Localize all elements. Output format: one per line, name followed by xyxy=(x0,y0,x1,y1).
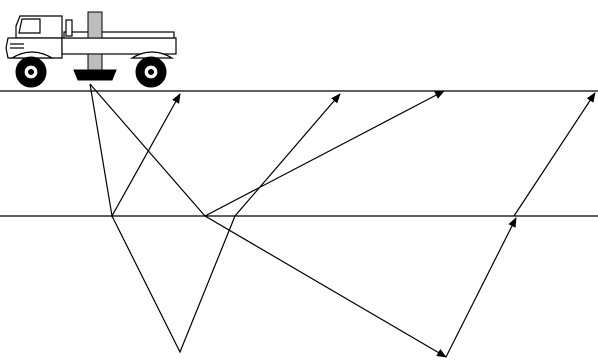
ray-path-4-upgoing-deep xyxy=(446,218,516,357)
vibroseis-truck-icon xyxy=(6,12,176,87)
ray-path-4-upgoing-shallow xyxy=(514,93,595,216)
ray-path-2 xyxy=(90,84,444,216)
ray-path-4 xyxy=(205,216,446,357)
ray-path-3 xyxy=(112,94,340,352)
ray-path-1 xyxy=(90,84,180,216)
